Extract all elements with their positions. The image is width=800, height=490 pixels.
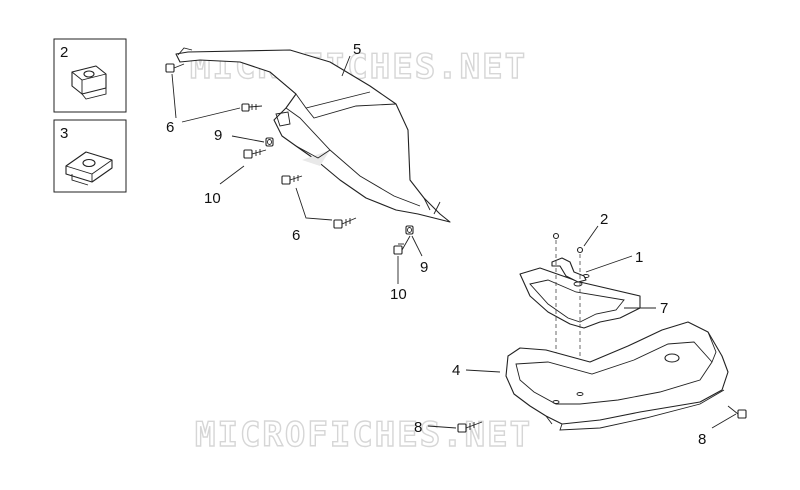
leader-6-bottom xyxy=(295,187,333,221)
leader-8-right xyxy=(711,413,737,429)
inset-clip-nut-label: 3 xyxy=(60,125,68,142)
leader-8-left xyxy=(427,425,457,429)
leader-2-lower xyxy=(583,225,599,247)
washer-part-9-left xyxy=(265,137,274,147)
screw-part-6-lower xyxy=(333,217,357,229)
callout-2-lower: 2 xyxy=(600,211,608,228)
callout-8-right: 8 xyxy=(698,431,706,448)
screw-part-6-middle xyxy=(281,175,303,185)
screw-part-10-right xyxy=(393,235,411,255)
inset-box-clip: 2 xyxy=(53,38,127,113)
callout-8-left: 8 xyxy=(414,419,422,436)
leader-6-b xyxy=(181,107,241,123)
leader-5 xyxy=(341,55,351,77)
callout-1: 1 xyxy=(635,249,643,266)
screw-part-6-top xyxy=(241,103,263,112)
screw-part-8-right xyxy=(727,405,747,419)
screw-top-left xyxy=(165,63,185,73)
washer-part-9-right xyxy=(405,225,414,235)
leader-1 xyxy=(585,255,633,273)
screw-part-8-left xyxy=(457,421,483,433)
screw-part-10-left xyxy=(243,149,267,159)
leader-9-right xyxy=(411,235,423,257)
leader-4 xyxy=(465,369,501,373)
watermark-bottom: MICROFICHES.NET xyxy=(195,415,532,455)
callout-4: 4 xyxy=(452,362,460,379)
clip-icon xyxy=(71,65,107,100)
inset-clip-label: 2 xyxy=(60,44,68,61)
callout-9-right: 9 xyxy=(420,259,428,276)
callout-10-left: 10 xyxy=(204,190,221,207)
callout-6-top: 6 xyxy=(166,119,174,136)
callout-10-right: 10 xyxy=(390,286,407,303)
clip-nut-icon xyxy=(65,151,113,186)
callout-7: 7 xyxy=(660,300,668,317)
clip-part-2-lower xyxy=(552,232,584,254)
belly-pan-part-4 xyxy=(505,321,729,431)
inset-box-clip-nut: 3 xyxy=(53,119,127,193)
leader-9-left xyxy=(231,135,265,143)
callout-9-left: 9 xyxy=(214,127,222,144)
callout-5: 5 xyxy=(353,41,361,58)
leader-6-a xyxy=(171,73,177,119)
callout-6-bottom: 6 xyxy=(292,227,300,244)
side-fairing-part-5 xyxy=(175,47,451,223)
bracket-part-1 xyxy=(551,257,587,283)
leader-10-left xyxy=(219,165,245,185)
